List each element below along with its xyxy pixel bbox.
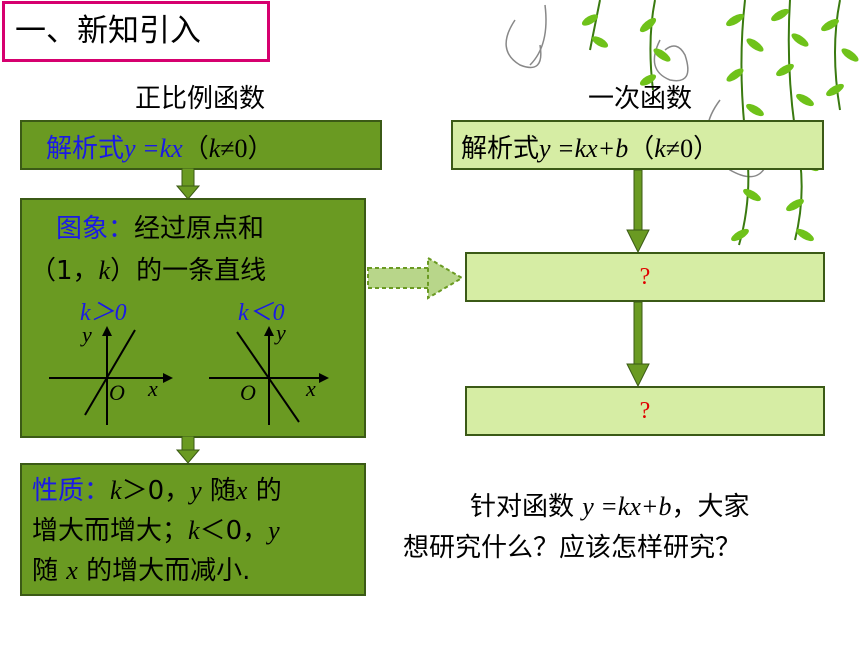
question-line2: 想研究什么？应该怎样研究？	[403, 533, 742, 563]
formula-k: k	[208, 134, 221, 163]
q-l1b: y =kx+b	[582, 492, 672, 521]
p1a: k	[110, 476, 122, 505]
section-title: 一、新知引入	[2, 1, 270, 62]
transfer-arrow	[367, 256, 464, 300]
neg-axis-y: y	[276, 320, 286, 345]
left-arrow-1	[176, 168, 200, 200]
r-formula-k: k	[654, 134, 666, 163]
property-line1: 性质：k＞0，y 随x 的	[32, 471, 364, 511]
pos-slope-graph	[49, 326, 173, 425]
pos-k-label: k＞0	[80, 300, 127, 326]
p1d: 随	[201, 476, 236, 506]
pos-origin: O	[109, 380, 125, 405]
right-property-placeholder: ?	[465, 386, 825, 436]
graph-line2: （1，k）的一条直线	[30, 250, 266, 287]
neg-slope-graph	[209, 326, 329, 425]
p2b: k	[188, 516, 200, 545]
graph-desc1: 经过原点和	[134, 214, 265, 244]
graph-line1: 图象：经过原点和	[56, 208, 264, 245]
graph-desc2a: （1，	[30, 256, 99, 286]
right-heading: 一次函数	[587, 84, 692, 114]
formula-expr: y =kx	[124, 134, 183, 163]
right-arrow-1	[626, 170, 650, 254]
right-formula-box: 解析式y =kx+b（k≠0）	[451, 120, 824, 170]
question-line1: 针对函数 y =kx+b，大家	[470, 486, 750, 523]
neg-k-label: k＜0	[238, 300, 285, 326]
p1c: y	[190, 476, 202, 505]
p1f: 的	[247, 476, 282, 506]
q-l1a: 针对函数	[470, 492, 583, 522]
p2d: y	[268, 516, 280, 545]
property-line3: 随 x 的增大而减小.	[32, 551, 364, 591]
property-line2: 增大而增大；k＜0，y	[32, 511, 364, 551]
p2a: 增大而增大；	[32, 516, 189, 546]
graph-desc2b: ）的一条直线	[110, 256, 267, 286]
q-l1c: ，大家	[671, 492, 750, 522]
neg-axis-x: x	[306, 376, 316, 401]
r-formula-cond: ≠0）	[665, 134, 720, 163]
formula-cond: ≠0）	[220, 134, 274, 163]
r-formula-paren: （	[628, 134, 655, 164]
formula-label: 解析式	[46, 134, 125, 164]
left-formula-box: 解析式y =kx（k≠0）	[20, 120, 382, 170]
p1b: ＞0，	[121, 476, 191, 506]
right-graph-placeholder: ?	[465, 252, 825, 302]
p1e: x	[235, 476, 248, 505]
left-graph-box: 图象：经过原点和 （1，k）的一条直线 k＞0 k＜0 y x O y x O	[20, 198, 366, 438]
property-label: 性质：	[32, 476, 111, 506]
p3b: x	[66, 556, 78, 585]
r-formula-expr: y =kx+b	[539, 134, 629, 163]
left-heading: 正比例函数	[134, 84, 265, 114]
graph-desc2k: k	[98, 256, 111, 285]
graph-label: 图象：	[56, 214, 135, 244]
p2c: ＜0，	[199, 516, 269, 546]
left-arrow-2	[176, 436, 200, 464]
p3a: 随	[32, 556, 67, 586]
pos-axis-x: x	[148, 376, 158, 401]
neg-origin: O	[240, 380, 256, 405]
right-arrow-2	[626, 302, 650, 388]
pos-axis-y: y	[82, 322, 92, 347]
r-formula-label: 解析式	[461, 134, 540, 164]
left-property-box: 性质：k＞0，y 随x 的 增大而增大；k＜0，y 随 x 的增大而减小.	[20, 463, 366, 596]
p3c: 的增大而减小.	[77, 556, 251, 586]
formula-paren: （	[182, 134, 209, 164]
